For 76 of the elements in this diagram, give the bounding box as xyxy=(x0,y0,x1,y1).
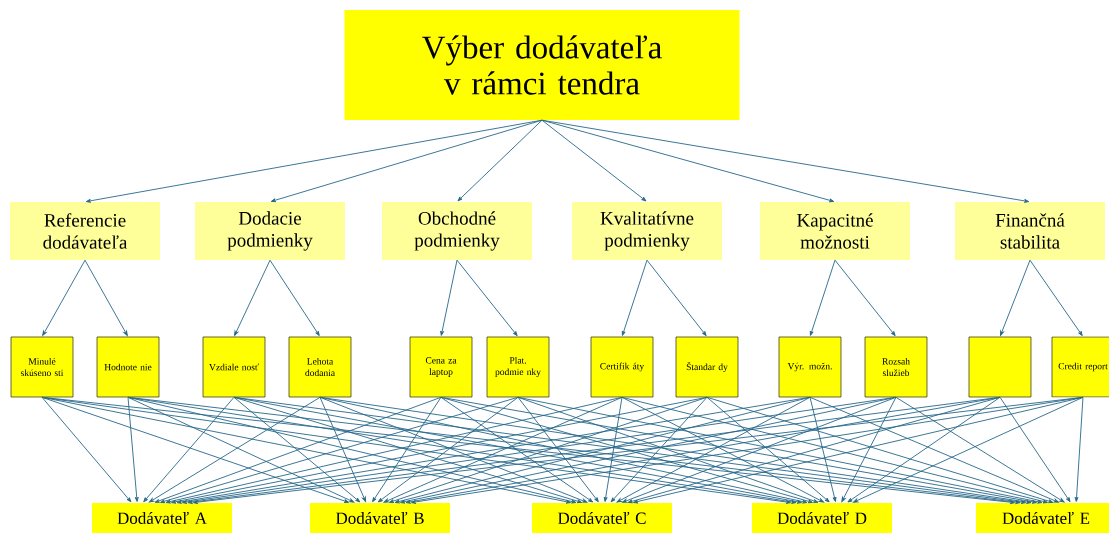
arrow xyxy=(841,396,897,503)
arrow xyxy=(41,396,132,503)
subcriterion-box: Vzdiale nosť xyxy=(202,336,266,398)
arrow xyxy=(148,396,321,503)
supplier-box: Dodávateľ E xyxy=(976,503,1109,533)
arrow xyxy=(440,396,594,503)
subcriterion-box xyxy=(968,336,1032,398)
arrow xyxy=(834,259,896,337)
arrow xyxy=(610,396,708,503)
arrow xyxy=(809,396,837,502)
subcriterion-box: Certifik áty xyxy=(590,336,654,398)
arrow xyxy=(143,396,235,503)
arrow xyxy=(895,396,1065,503)
supplier-box: Dodávateľ A xyxy=(92,503,232,533)
arrow xyxy=(706,396,1054,504)
arrow xyxy=(372,396,442,503)
arrow xyxy=(154,396,442,503)
criterion-box: Kvalitatívne podmienky xyxy=(572,202,722,260)
arrow xyxy=(456,259,518,337)
arrow xyxy=(377,396,519,503)
arrow xyxy=(440,259,458,336)
criterion-box: Kapacitné možnosti xyxy=(760,202,910,260)
subcriterion-box: Minulé skúseno sti xyxy=(10,336,74,398)
arrow xyxy=(269,259,320,337)
criterion-box: Obchodné podmienky xyxy=(382,202,532,260)
arrow xyxy=(389,396,708,503)
arrow xyxy=(383,396,623,503)
arrow xyxy=(999,396,1071,503)
arrow xyxy=(233,396,361,503)
arrow xyxy=(457,119,543,202)
arrow xyxy=(400,396,897,504)
criterion-box: Finančná stabilita xyxy=(955,202,1105,260)
arrow xyxy=(127,396,139,502)
arrow xyxy=(165,396,623,504)
arrow xyxy=(621,259,648,336)
arrow xyxy=(517,396,819,503)
subcriterion-box: Hodnote nie xyxy=(96,336,160,398)
arrow xyxy=(622,396,897,503)
subcriterion-box: Cena za laptop xyxy=(409,336,473,398)
arrow xyxy=(646,259,707,337)
arrow xyxy=(809,259,836,336)
arrow xyxy=(270,119,543,203)
subcriterion-box: Lehota dodania xyxy=(288,336,352,398)
arrow xyxy=(84,259,128,336)
goal-box: Výber dodávateľa v rámci tendra xyxy=(344,10,740,120)
arrow xyxy=(603,396,623,502)
arrow xyxy=(127,396,577,504)
subcriterion-box: Plat. podmie nky xyxy=(486,336,550,398)
arrow xyxy=(319,396,588,503)
arrow xyxy=(127,396,355,503)
arrow xyxy=(1074,396,1084,502)
arrow xyxy=(1029,259,1083,337)
arrow xyxy=(41,396,349,503)
arrow xyxy=(852,396,1084,503)
subcriterion-box: Rozsah služieb xyxy=(864,336,928,398)
arrow xyxy=(541,119,1030,203)
arrow xyxy=(1000,259,1031,336)
arrow xyxy=(319,396,367,502)
supplier-box: Dodávateľ D xyxy=(752,503,892,533)
arrow xyxy=(847,396,1001,503)
arrow xyxy=(160,396,519,504)
arrow xyxy=(809,396,1059,503)
arrow xyxy=(706,396,830,503)
arrow xyxy=(233,396,582,504)
arrow xyxy=(541,119,647,202)
supplier-box: Dodávateľ C xyxy=(532,503,672,533)
supplier-box: Dodávateľ B xyxy=(310,503,450,533)
criterion-box: Referencie dodávateľa xyxy=(10,202,160,260)
arrow xyxy=(42,259,86,336)
arrow xyxy=(234,259,271,336)
arrow xyxy=(541,119,835,203)
subcriterion-box: Štandar dy xyxy=(675,336,739,398)
criterion-box: Dodacie podmienky xyxy=(195,202,345,260)
arrow xyxy=(517,396,599,503)
subcriterion-box: Výr. možn. xyxy=(778,336,842,398)
subcriterion-box: Credit report xyxy=(1051,336,1109,398)
